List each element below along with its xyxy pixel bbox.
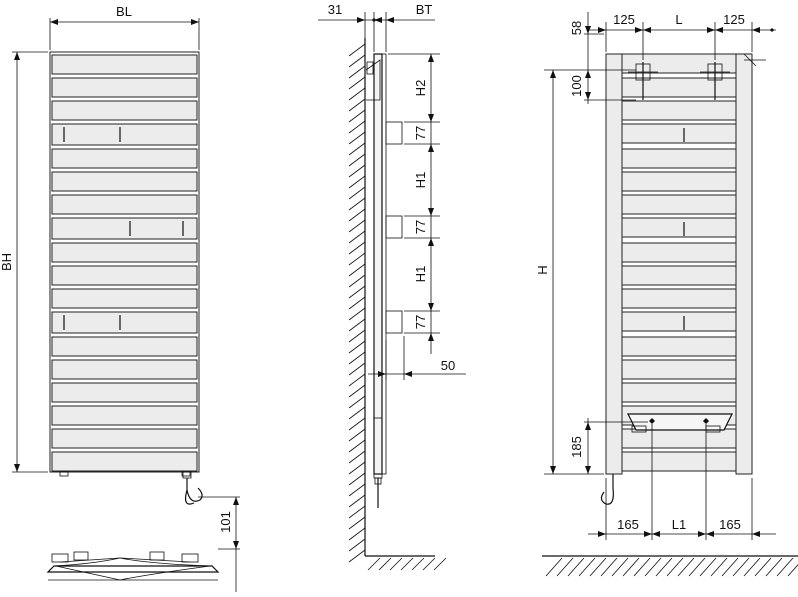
side-gap-3: 77 bbox=[413, 315, 428, 329]
rear-top-offset: 58 bbox=[569, 21, 584, 35]
rear-height-label: H bbox=[535, 265, 550, 274]
side-h1-label-1: H1 bbox=[413, 172, 428, 189]
rear-center-label: L bbox=[675, 12, 682, 27]
side-depth-label: BT bbox=[416, 2, 433, 17]
side-gap-2: 77 bbox=[413, 220, 428, 234]
front-bottom-offset: 101 bbox=[218, 511, 233, 533]
side-gap-1: 77 bbox=[413, 126, 428, 140]
front-width-label: BL bbox=[116, 4, 132, 19]
dimension-101: 101 bbox=[198, 496, 240, 592]
rear-bottom-center: L1 bbox=[672, 517, 686, 532]
front-top-view bbox=[46, 551, 220, 581]
dimension-50: 50 bbox=[368, 336, 466, 380]
rear-slats bbox=[621, 53, 737, 472]
top-brackets bbox=[628, 62, 730, 100]
rear-bottom-bracket-dimension: 185 bbox=[569, 418, 648, 474]
rear-bottom-bracket: 185 bbox=[569, 436, 584, 458]
rear-bottom-left: 165 bbox=[617, 517, 639, 532]
dimension-bh: BH bbox=[0, 51, 48, 473]
rear-left-dimensions: 58 100 bbox=[544, 12, 766, 104]
front-view: BL BH bbox=[0, 4, 240, 592]
front-slats bbox=[51, 54, 198, 472]
rear-right-margin: 125 bbox=[723, 12, 745, 27]
heating-cable-hook bbox=[182, 471, 203, 505]
rear-bracket-height: 100 bbox=[569, 75, 584, 97]
side-projection: 50 bbox=[441, 358, 455, 373]
front-height-label: BH bbox=[0, 253, 14, 271]
side-h2-label: H2 bbox=[413, 80, 428, 97]
rear-top-dimensions: 125 L 125 bbox=[588, 12, 776, 60]
rear-bottom-dimensions: 165 L1 165 bbox=[588, 424, 776, 540]
rear-left-margin: 125 bbox=[613, 12, 635, 27]
dimension-31-bt: 31 BT bbox=[318, 2, 435, 52]
bottom-bracket bbox=[627, 413, 733, 433]
rear-height-dimension: H bbox=[535, 70, 604, 475]
side-h1-label-2: H1 bbox=[413, 266, 428, 283]
rear-view: 125 L 125 58 100 H bbox=[535, 12, 798, 577]
rear-bottom-right: 165 bbox=[719, 517, 741, 532]
side-view: 31 BT H2 77 H1 77 H1 77 bbox=[318, 2, 466, 571]
side-vertical-dimensions: H2 77 H1 77 H1 77 bbox=[388, 53, 440, 354]
dimension-bl: BL bbox=[49, 4, 200, 50]
wall-hatch bbox=[348, 38, 447, 571]
side-wall-offset: 31 bbox=[328, 2, 342, 17]
